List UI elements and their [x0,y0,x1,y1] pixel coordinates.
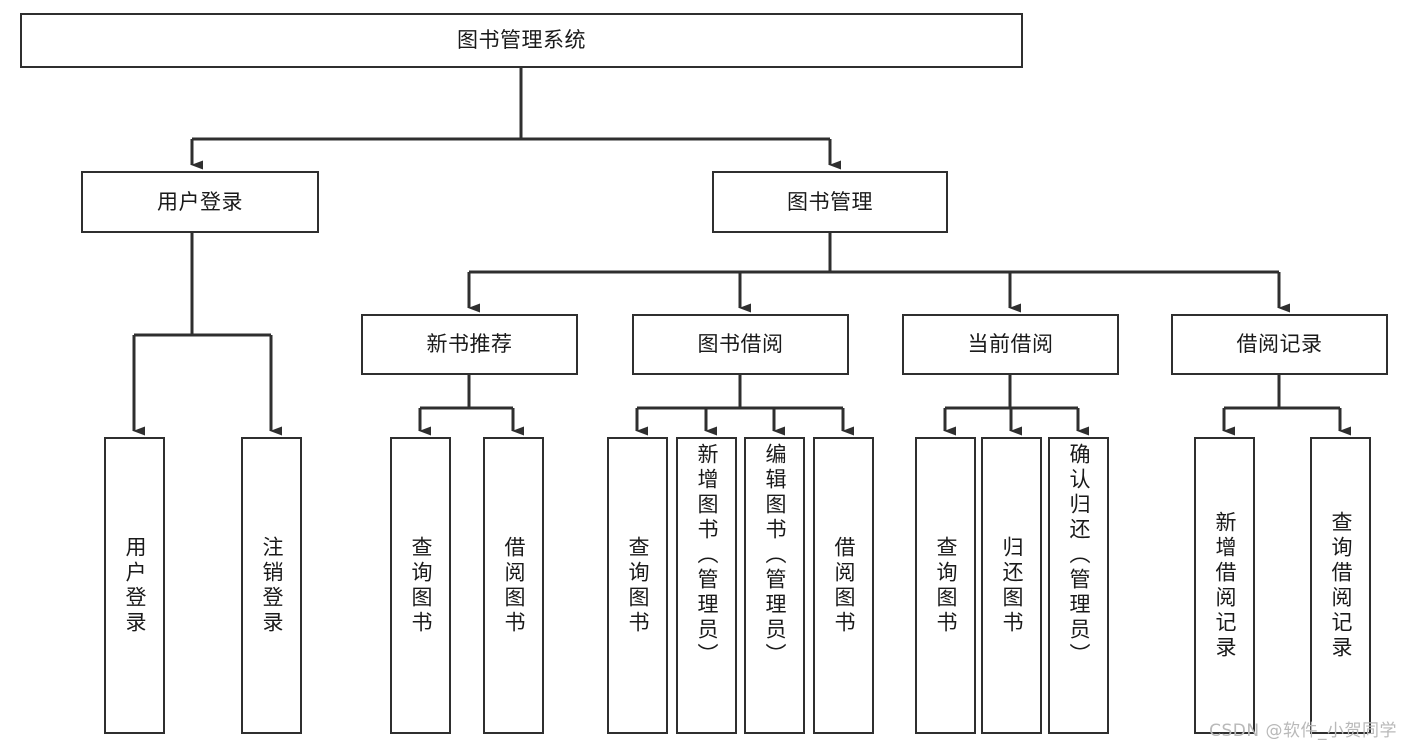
leaf-borrow-book-wrap: 借阅图书 [815,439,872,732]
node-new-book-recommend-label: 新书推荐 [426,332,513,356]
leaf-query-book-borrow-label: 查询图书 [626,535,650,636]
leaf-logout-wrap: 注销登录 [243,439,300,732]
leaf-edit-book-admin[interactable]: 编辑图书（管理员） [744,437,805,734]
leaf-confirm-return-admin-wrap: 确认归还（管理员） [1050,439,1107,732]
leaf-logout[interactable]: 注销登录 [241,437,302,734]
leaf-query-book-current-wrap: 查询图书 [917,439,974,732]
leaf-query-borrow-record-wrap: 查询借阅记录 [1312,439,1369,732]
node-borrow-records[interactable]: 借阅记录 [1171,314,1388,375]
leaf-query-book-current[interactable]: 查询图书 [915,437,976,734]
node-root[interactable]: 图书管理系统 [20,13,1023,68]
leaf-confirm-return-admin-label: 确认归还（管理员） [1067,443,1091,668]
leaf-query-borrow-record[interactable]: 查询借阅记录 [1310,437,1371,734]
node-root-label: 图书管理系统 [457,28,586,52]
leaf-add-borrow-record[interactable]: 新增借阅记录 [1194,437,1255,734]
leaf-borrow-book-label: 借阅图书 [832,535,856,636]
node-book-borrow-label: 图书借阅 [697,332,784,356]
leaf-confirm-return-admin[interactable]: 确认归还（管理员） [1048,437,1109,734]
leaf-query-book-newbook[interactable]: 查询图书 [390,437,451,734]
node-book-management-label: 图书管理 [787,189,873,214]
leaf-borrow-book-newbook[interactable]: 借阅图书 [483,437,544,734]
node-current-borrow-label: 当前借阅 [967,332,1054,356]
leaf-add-book-admin[interactable]: 新增图书（管理员） [676,437,737,734]
leaf-query-book-borrow-wrap: 查询图书 [609,439,666,732]
leaf-user-login[interactable]: 用户登录 [104,437,165,734]
leaf-add-borrow-record-wrap: 新增借阅记录 [1196,439,1253,732]
leaf-return-book-label: 归还图书 [1000,535,1024,636]
leaf-query-book-borrow[interactable]: 查询图书 [607,437,668,734]
leaf-query-book-current-label: 查询图书 [934,535,958,636]
leaf-user-login-label: 用户登录 [123,535,147,636]
leaf-user-login-wrap: 用户登录 [106,439,163,732]
node-borrow-records-label: 借阅记录 [1236,332,1323,356]
leaf-return-book[interactable]: 归还图书 [981,437,1042,734]
watermark-text: CSDN @软件_小贺同学 [1209,721,1397,741]
node-book-borrow[interactable]: 图书借阅 [632,314,849,375]
leaf-borrow-book-newbook-wrap: 借阅图书 [485,439,542,732]
leaf-edit-book-admin-wrap: 编辑图书（管理员） [746,439,803,732]
node-current-borrow[interactable]: 当前借阅 [902,314,1119,375]
leaf-query-book-newbook-wrap: 查询图书 [392,439,449,732]
leaf-add-borrow-record-label: 新增借阅记录 [1213,510,1237,661]
leaf-edit-book-admin-label: 编辑图书（管理员） [763,443,787,668]
leaf-query-borrow-record-label: 查询借阅记录 [1329,510,1353,661]
leaf-borrow-book[interactable]: 借阅图书 [813,437,874,734]
leaf-add-book-admin-wrap: 新增图书（管理员） [678,439,735,732]
leaf-borrow-book-newbook-label: 借阅图书 [502,535,526,636]
leaf-return-book-wrap: 归还图书 [983,439,1040,732]
leaf-logout-label: 注销登录 [260,535,284,636]
node-new-book-recommend[interactable]: 新书推荐 [361,314,578,375]
node-user-login[interactable]: 用户登录 [81,171,319,233]
leaf-add-book-admin-label: 新增图书（管理员） [695,443,719,668]
node-book-management[interactable]: 图书管理 [712,171,948,233]
leaf-query-book-newbook-label: 查询图书 [409,535,433,636]
node-user-login-label: 用户登录 [157,189,243,214]
